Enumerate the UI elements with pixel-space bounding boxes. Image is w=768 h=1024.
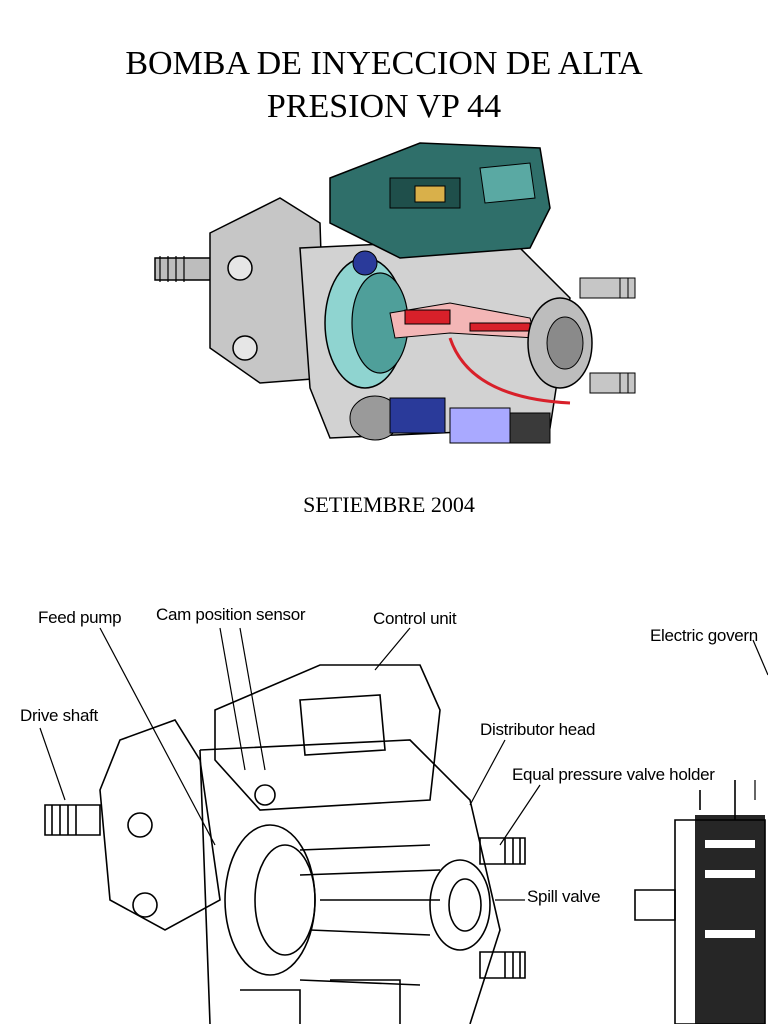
drive-shaft-graphic: [154, 256, 216, 282]
title-line-2: PRESION VP 44: [266, 88, 502, 125]
label-distributor-head: Distributor head: [480, 720, 596, 739]
diagram-drive-shaft: [44, 804, 101, 836]
diagram-distributor-head: [429, 859, 491, 951]
pump-labelled-diagram: [39, 627, 768, 1024]
label-equal-pressure-valve-holder: Equal pressure valve holder: [512, 765, 715, 784]
label-cam-position-sensor: Cam position sensor: [156, 605, 306, 624]
document-date: SETIEMBRE 2004: [303, 492, 475, 517]
diagram-housing: [99, 719, 221, 931]
diagram-cam-ring: [224, 824, 316, 976]
label-electric-governor: Electric govern: [650, 626, 758, 645]
label-control-unit: Control unit: [373, 609, 457, 628]
title-line-1: BOMBA DE INYECCION DE ALTA: [125, 45, 643, 82]
label-spill-valve: Spill valve: [527, 887, 601, 906]
high-pressure-path-graphic: [389, 302, 571, 405]
spill-valve-graphic: [349, 395, 551, 444]
distributor-head-graphic: [527, 277, 636, 394]
pump-cutaway-illustration: [154, 142, 636, 444]
label-feed-pump: Feed pump: [38, 608, 122, 627]
diagram-governor-shaft: [634, 889, 676, 921]
document-title: BOMBA DE INYECCION DE ALTA PRESION VP 44: [0, 42, 768, 128]
diagram-control-unit: [214, 664, 441, 811]
cam-ring-graphic: [324, 250, 409, 389]
label-drive-shaft: Drive shaft: [20, 706, 98, 725]
control-unit-graphic: [329, 142, 551, 259]
